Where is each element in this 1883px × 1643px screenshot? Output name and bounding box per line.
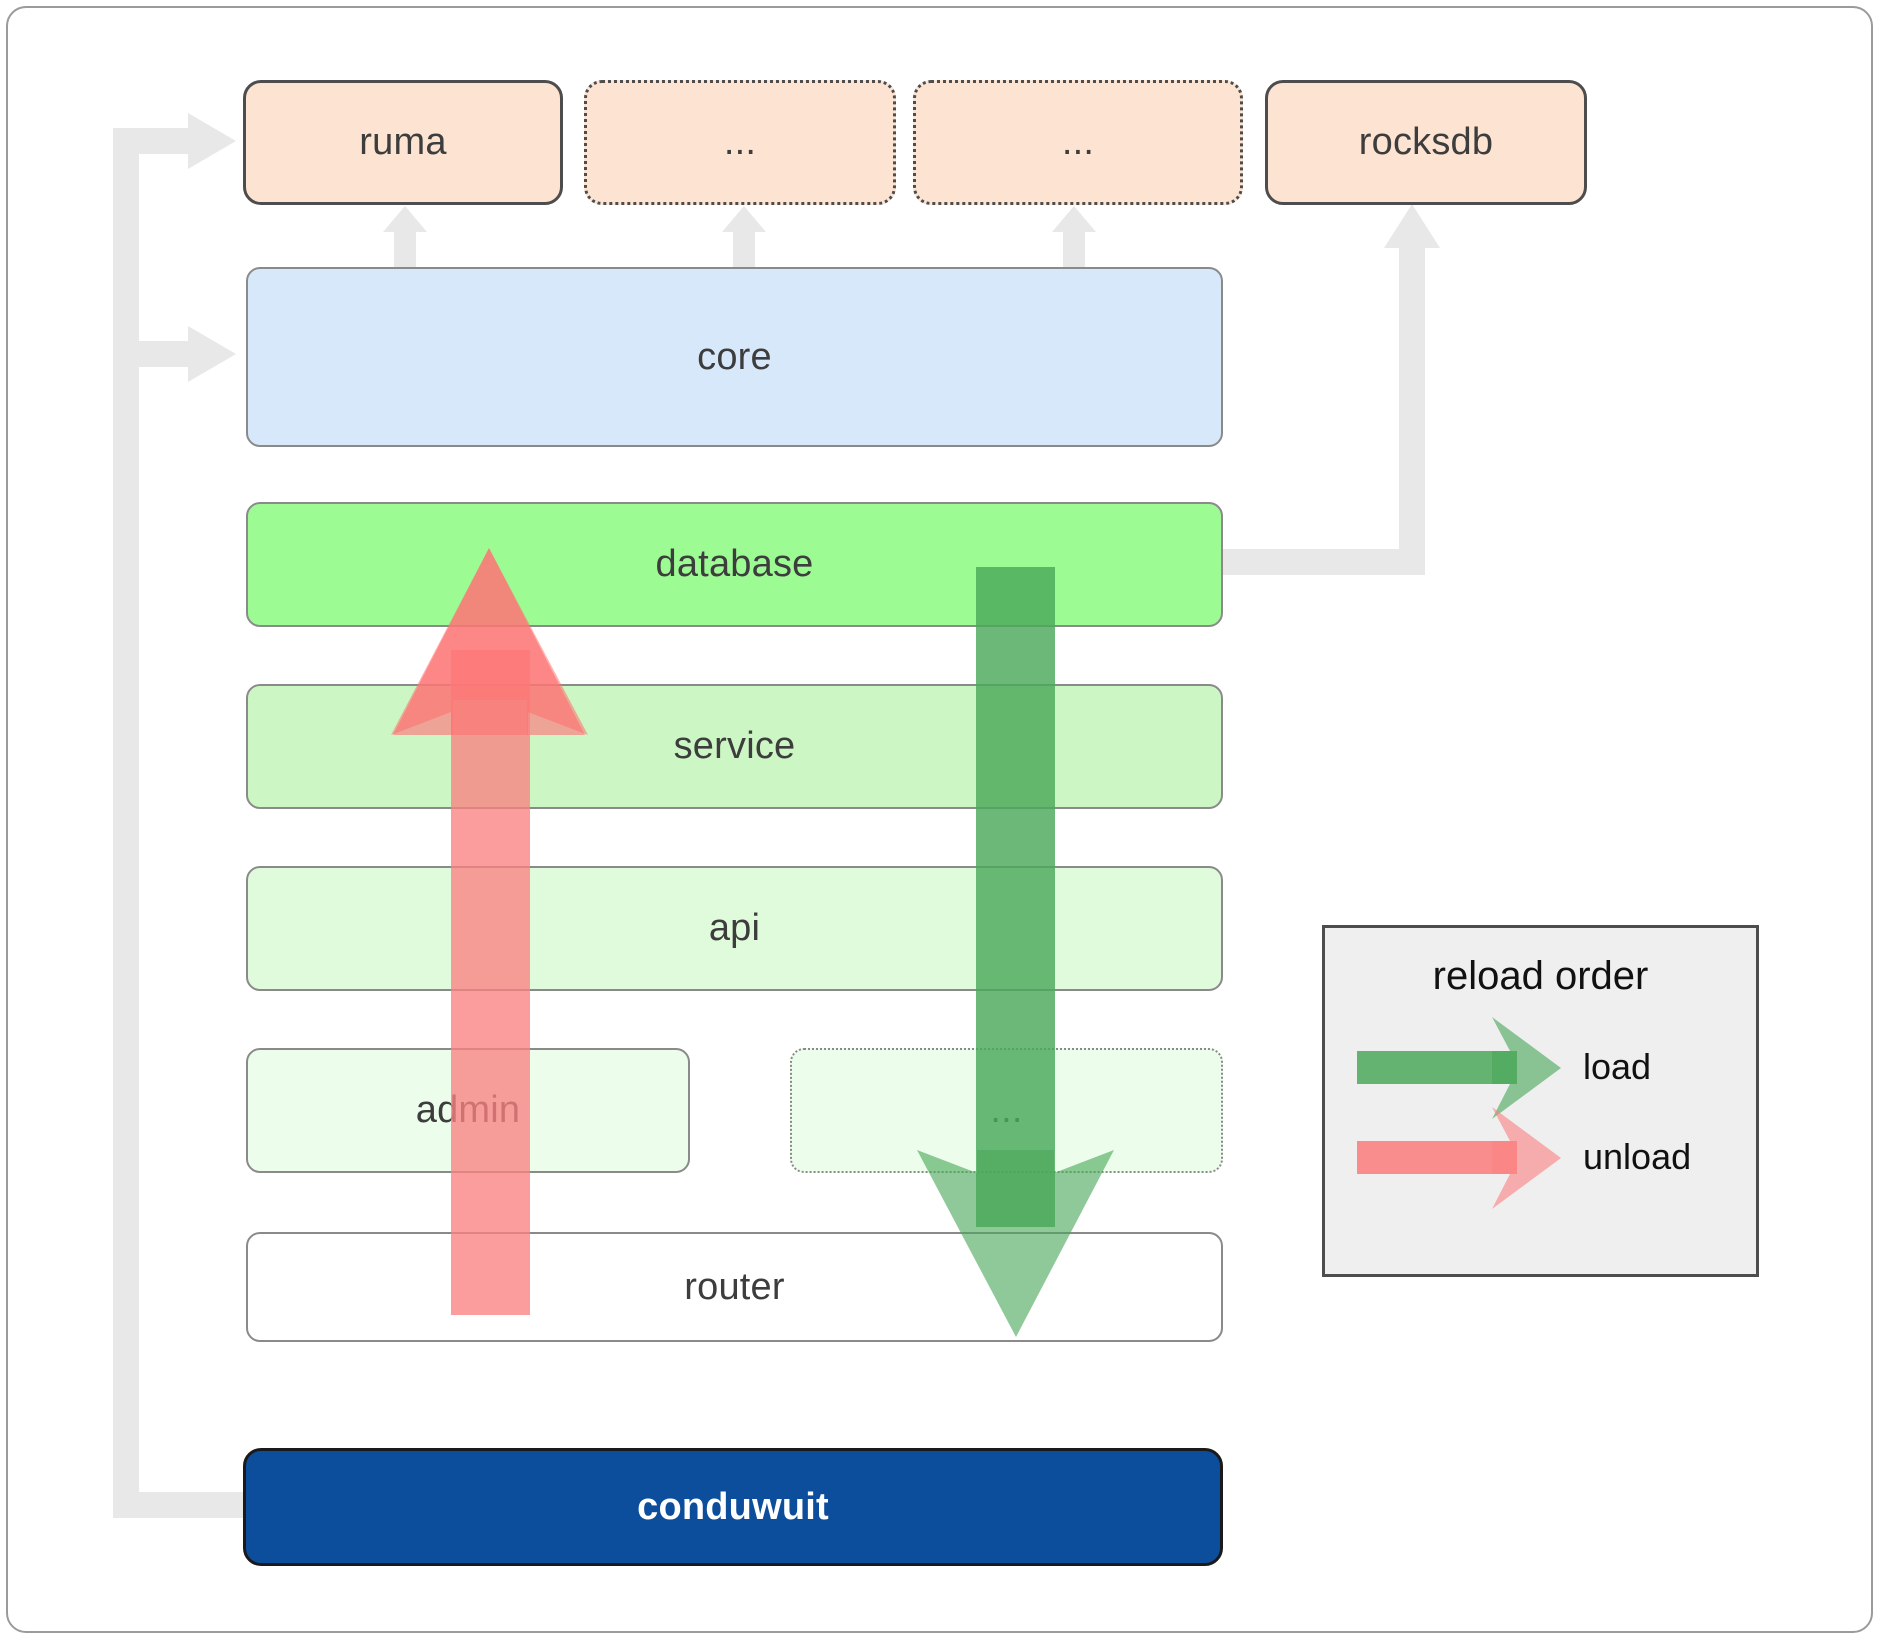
diagram-frame xyxy=(6,6,1873,1633)
layer-label: admin xyxy=(415,1089,521,1131)
layer-label: api xyxy=(708,907,761,949)
legend-load-arrow xyxy=(1357,1017,1561,1119)
dependency-box-placeholder-2[interactable]: ... xyxy=(913,80,1243,205)
dependency-label: ... xyxy=(723,121,757,163)
layer-box-core[interactable]: core xyxy=(246,267,1223,447)
layer-box-router[interactable]: router xyxy=(246,1232,1223,1342)
layer-label: core xyxy=(697,335,772,378)
layer-box-placeholder[interactable]: ... xyxy=(790,1048,1223,1173)
layer-label: ... xyxy=(990,1089,1023,1131)
legend-label-unload: unload xyxy=(1583,1136,1692,1177)
binary-box-conduwuit[interactable]: conduwuit xyxy=(243,1448,1223,1566)
legend-label-load: load xyxy=(1583,1046,1652,1087)
layer-box-api[interactable]: api xyxy=(246,866,1223,991)
layer-box-admin[interactable]: admin xyxy=(246,1048,690,1173)
binary-label: conduwuit xyxy=(637,1485,829,1528)
legend-panel: reload order load unload xyxy=(1322,925,1759,1277)
legend-title: reload order xyxy=(1432,954,1649,998)
dependency-box-rocksdb[interactable]: rocksdb xyxy=(1265,80,1587,205)
dependency-box-ruma[interactable]: ruma xyxy=(243,80,563,205)
layer-box-service[interactable]: service xyxy=(246,684,1223,809)
dependency-label: rocksdb xyxy=(1358,121,1494,163)
dependency-label: ruma xyxy=(359,121,447,163)
legend-arrows xyxy=(1357,1017,1561,1209)
layer-box-database[interactable]: database xyxy=(246,502,1223,627)
layer-label: router xyxy=(684,1265,785,1308)
dependency-box-placeholder-1[interactable]: ... xyxy=(584,80,896,205)
layer-label: database xyxy=(655,543,814,585)
layer-label: service xyxy=(673,725,796,767)
legend-unload-arrow xyxy=(1357,1107,1561,1209)
dependency-label: ... xyxy=(1061,121,1095,163)
